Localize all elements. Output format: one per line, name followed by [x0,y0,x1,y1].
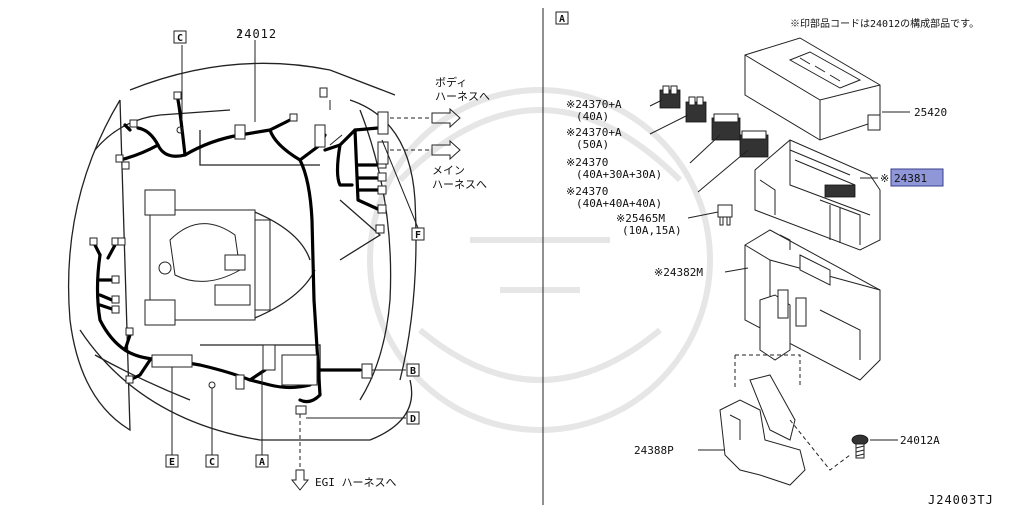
callout-C-bottom: C [205,454,219,468]
svg-text:E: E [169,457,175,468]
arrow-right-icon [431,107,461,161]
body-harness-label-1: ボディ [435,75,467,89]
fuse-40a [659,85,681,109]
svg-text:C: C [209,457,215,468]
svg-text:D: D [410,414,416,425]
fuse-block-40-30-30 [711,113,741,141]
main-harness-label-1: メイン [432,164,465,177]
highlight-box [890,168,944,187]
leader-lines [171,30,432,470]
callout-F: F [411,227,425,241]
callout-B: B [406,363,420,377]
part-24370a-40-spec: (40A) [576,110,609,123]
svg-text:※: ※ [880,172,889,185]
part-24370a-50-spec: (50A) [576,138,609,151]
watermark-emblem [367,87,713,433]
part-24370-403030-spec: (40A+30A+30A) [576,168,662,181]
part-24382m: ※24382M [654,266,703,279]
callout-A-left: A [255,454,269,468]
part-24012a: 24012A [900,434,940,447]
main-harness-label-2: ハーネスへ [432,178,487,191]
part-number-24012: 24012 [236,27,277,41]
part-24370a-40-code: ※24370+A [566,98,622,111]
fuse-box-cover [744,37,881,141]
callout-C-top: C [173,30,187,44]
part-25420: 25420 [914,106,947,119]
part-24370-404040-code: ※24370 [566,185,608,198]
svg-text:A: A [559,14,565,25]
part-leaders [649,99,878,451]
svg-text:A: A [259,457,265,468]
diagram-code: J24003TJ [928,493,994,507]
callout-E: E [165,454,179,468]
fuse-block-40-40-40 [739,130,769,158]
part-25465m-spec: (10A,15A) [622,224,682,237]
part-24370-404040-spec: (40A+40A+40A) [576,197,662,210]
fuse-50a [685,96,707,123]
body-harness-label-2: ハーネスへ [435,90,490,103]
svg-text:B: B [410,366,416,377]
part-24388p: 24388P [634,444,674,457]
part-24370a-50-code: ※24370+A [566,126,622,139]
mini-fuse [717,204,733,226]
harness-connectors [89,87,389,415]
bolt-icon [851,434,869,459]
parts-note: ※印部品コードは24012の構成部品です。 [790,17,979,30]
fuse-block-24381 [754,139,881,251]
engine-block [144,189,271,326]
highlighted-part-24381[interactable]: ※ 24381 [880,168,944,187]
arrow-down-icon [290,469,310,491]
relay-box-housing [744,229,881,381]
callout-D: D [406,411,420,425]
svg-text:F: F [415,230,421,241]
part-24381: 24381 [894,172,927,185]
svg-text:C: C [177,33,183,44]
assembly-dash-lines [734,354,851,471]
part-25465m-code: ※25465M [616,212,665,225]
callout-A-section: A [555,11,569,25]
part-24370-403030-code: ※24370 [566,156,608,169]
egi-harness-label: EGI ハーネスへ [315,476,397,489]
mounting-bracket [719,374,806,486]
